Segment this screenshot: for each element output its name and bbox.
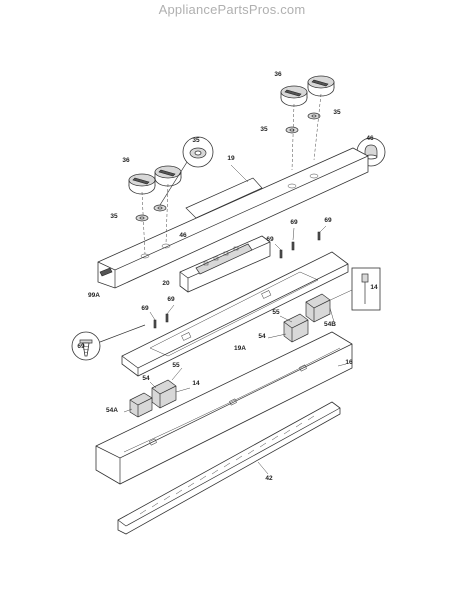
callout-54B: 54B [324, 321, 336, 328]
callout-54a: 54 [258, 333, 266, 340]
callout-36a: 36 [274, 71, 282, 78]
callout-54A: 54A [106, 407, 118, 414]
backguard-panel-19[interactable] [97, 147, 369, 289]
washer-35-upper[interactable] [285, 112, 321, 134]
callout-46a: 46 [366, 135, 374, 142]
callout-55a: 55 [272, 309, 280, 316]
callout-14b: 14 [192, 380, 200, 387]
nameplate-99A[interactable] [99, 267, 113, 277]
callout-35b: 35 [260, 126, 268, 133]
manifold-panel-16[interactable] [95, 331, 353, 485]
callout-54b: 54 [142, 375, 150, 382]
switch-54A[interactable] [129, 392, 153, 418]
callout-20: 20 [162, 280, 170, 287]
callout-46b: 46 [179, 232, 187, 239]
screw-69-group[interactable] [153, 231, 321, 329]
callout-55b: 55 [172, 362, 180, 369]
callout-19A: 19A [234, 345, 246, 352]
knob-36-left[interactable] [128, 165, 182, 195]
callout-35c: 35 [192, 137, 200, 144]
callout-35d: 35 [110, 213, 118, 220]
watermark-header: AppliancePartsPros.com [158, 2, 306, 17]
callout-69d: 69 [167, 296, 175, 303]
callout-69e: 69 [141, 305, 149, 312]
callout-14a: 14 [370, 284, 378, 291]
washer-35-detail[interactable] [159, 136, 214, 206]
vent-trim-42[interactable] [117, 401, 341, 535]
callout-69c: 69 [266, 236, 274, 243]
control-board-20[interactable] [179, 235, 271, 293]
callout-99A: 99A [88, 292, 100, 299]
callout-16: 16 [345, 359, 353, 366]
switch-54-right[interactable] [283, 313, 309, 343]
knob-36-upper-right[interactable] [280, 75, 335, 107]
control-panel-frame-19A[interactable] [121, 251, 349, 377]
element-14-detail[interactable] [325, 267, 381, 311]
callout-69b: 69 [324, 217, 332, 224]
callout-19: 19 [227, 155, 235, 162]
callout-36b: 36 [122, 157, 130, 164]
switch-54B[interactable] [305, 293, 335, 323]
callout-42: 42 [265, 475, 273, 482]
screw-69-detail[interactable] [71, 324, 146, 361]
washer-35-left[interactable] [135, 204, 167, 222]
callout-35a: 35 [333, 109, 341, 116]
callout-labels: 36 35 35 46 35 36 19 35 69 69 46 69 20 99A 14 69 69 55 54B… [77, 71, 378, 482]
callout-69a: 69 [290, 219, 298, 226]
callout-69f: 69 [77, 343, 85, 350]
